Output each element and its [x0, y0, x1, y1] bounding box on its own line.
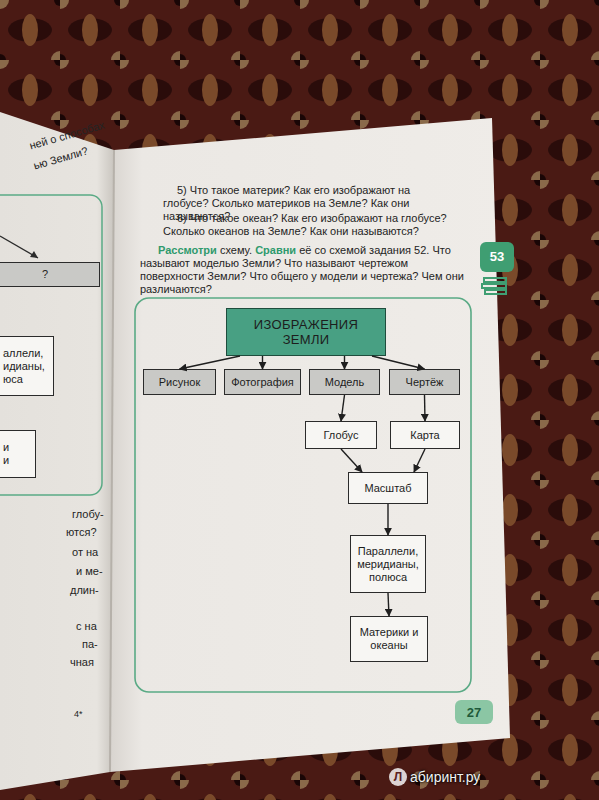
- category-box: Модель: [309, 369, 380, 395]
- box-text: аллели, идианы, юса: [3, 347, 50, 386]
- right-page: [110, 118, 510, 772]
- watermark: абиринт.ру: [410, 769, 520, 786]
- task-number: 53: [480, 249, 514, 265]
- arrow-connector: [387, 504, 388, 535]
- process-box: Масштаб: [348, 472, 428, 504]
- box-text: Масштаб: [364, 482, 411, 495]
- task-text: Рассмотри схему. Сравни её со схемой зад…: [140, 244, 470, 296]
- arrow-connector: [344, 356, 345, 369]
- left-arrow-head: [30, 251, 38, 258]
- partial-box: аллели, идианы, юса: [0, 336, 54, 396]
- category-box: Чертёж: [389, 369, 460, 395]
- box-text: и и: [3, 441, 14, 467]
- box-text: Карта: [410, 429, 439, 442]
- watermark-logo: [389, 768, 407, 786]
- task-text: схему.: [220, 244, 252, 256]
- page-number-tag: [455, 700, 493, 724]
- arrow-connector: [180, 356, 241, 369]
- process-box: Материки и океаны: [350, 616, 428, 662]
- cut-text: глобу-: [72, 508, 112, 521]
- box-text: ?: [42, 268, 48, 281]
- cut-text: чная: [70, 656, 110, 669]
- arrow-connector: [414, 449, 425, 472]
- arrow-connector: [341, 449, 362, 472]
- category-box: Рисунок: [143, 369, 216, 395]
- category-box: Фотография: [224, 369, 301, 395]
- cut-text: с на: [76, 620, 112, 633]
- process-box: Параллели, меридианы, полюса: [350, 535, 426, 593]
- cut-text: ются?: [66, 526, 111, 539]
- process-box: Глобус: [305, 421, 377, 449]
- box-text: Глобус: [324, 429, 359, 442]
- arrow-connector: [262, 356, 263, 369]
- box-text: Материки и океаны: [354, 626, 424, 652]
- cut-text: длин-: [70, 584, 110, 597]
- question-text: 6) Что такое океан? Как его изображают н…: [163, 212, 458, 238]
- page-number: 27: [455, 705, 493, 721]
- cut-text: от на: [72, 546, 112, 559]
- watermark-logo-letter: Л: [392, 770, 404, 785]
- box-text: Рисунок: [159, 376, 201, 389]
- process-box: Карта: [390, 421, 460, 449]
- arrow-connector: [424, 395, 426, 421]
- root-box: ИЗОБРАЖЕНИЯ ЗЕМЛИ: [226, 308, 386, 356]
- partial-box: ?: [0, 262, 100, 287]
- instruction-word: Сравни: [255, 244, 296, 256]
- box-text: Фотография: [231, 376, 294, 389]
- cut-text: па-: [82, 638, 112, 651]
- box-text: Модель: [325, 376, 364, 389]
- box-text: ИЗОБРАЖЕНИЯ ЗЕМЛИ: [230, 317, 382, 347]
- arrow-connector: [341, 395, 345, 421]
- arrow-connector: [372, 356, 425, 369]
- partial-box: и и: [0, 430, 36, 478]
- cut-text: и ме-: [76, 565, 116, 578]
- book-stack-icon: [482, 278, 506, 294]
- diagram-panel: [135, 298, 471, 692]
- left-arrow-line: [0, 236, 38, 258]
- task-badge: [480, 242, 514, 272]
- instruction-word: Рассмотри: [158, 244, 217, 256]
- box-text: Параллели, меридианы, полюса: [354, 545, 422, 584]
- arrow-connector: [388, 593, 389, 616]
- page-mark: 4*: [74, 708, 104, 720]
- book-spine: [110, 150, 114, 772]
- box-text: Чертёж: [406, 376, 444, 389]
- left-panel-outline: [0, 195, 102, 495]
